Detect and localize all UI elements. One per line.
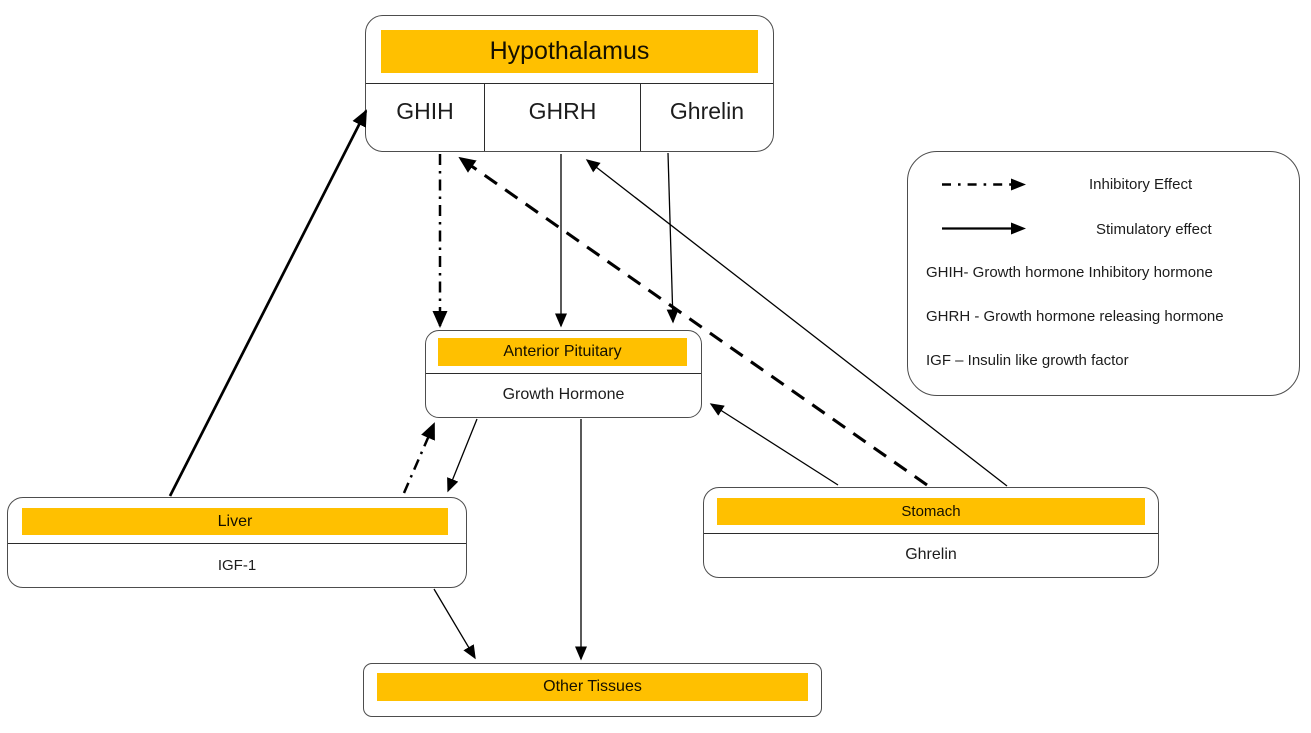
node-hypothalamus: Hypothalamus GHIH GHRH Ghrelin [365,15,774,152]
stomach-hormone: Ghrelin [905,546,957,563]
edge-igf1-to-anterior-pituitary [402,422,436,494]
liver-header: Liver [22,508,448,535]
legend-stimulatory-label: Stimulatory effect [1096,221,1212,238]
node-anterior-pituitary: Anterior Pituitary Growth Hormone [425,330,702,418]
edge-growth-hormone-to-liver [447,418,478,493]
cell-ghih: GHIH [396,98,454,124]
edge-stomach-to-anterior-pituitary [709,403,839,486]
stomach-header: Stomach [717,498,1145,525]
node-other-tissues: Other Tissues [363,663,822,717]
edge-igf1-to-other-tissues [433,588,476,660]
other-tissues-header: Other Tissues [377,673,808,701]
stomach-divider [704,533,1158,534]
edge-igf1-to-ghih [168,109,368,497]
stimulatory-arrow-icon [939,220,1029,237]
anterior-pituitary-hormone: Growth Hormone [502,386,625,403]
hypothalamus-title: Hypothalamus [489,37,650,65]
hypothalamus-hormone-row: GHIH GHRH Ghrelin [366,83,773,151]
liver-divider [8,543,466,544]
legend-box: Inhibitory Effect Stimulatory effect GHI… [907,151,1300,396]
liver-hormone: IGF-1 [217,556,257,574]
anterior-pituitary-header: Anterior Pituitary [438,338,687,366]
node-liver: Liver IGF-1 [7,497,467,588]
cell-ghrh: GHRH [484,84,641,151]
edge-stomach-to-hypothalamus-dashed [458,156,928,487]
legend-igf-definition: IGF – Insulin like growth factor [926,352,1129,369]
node-stomach: Stomach Ghrelin [703,487,1159,578]
edge-ghrelin-to-anterior-pituitary [666,152,679,324]
cell-ghrelin: Ghrelin [669,98,745,124]
legend-inhibitory-label: Inhibitory Effect [1089,176,1193,193]
legend-ghih-definition: GHIH- Growth hormone Inhibitory hormone [926,264,1213,281]
inhibitory-arrow-icon [939,176,1029,193]
hypothalamus-header: Hypothalamus [381,30,758,73]
legend-ghrh-definition: GHRH - Growth hormone releasing hormone [926,308,1224,325]
